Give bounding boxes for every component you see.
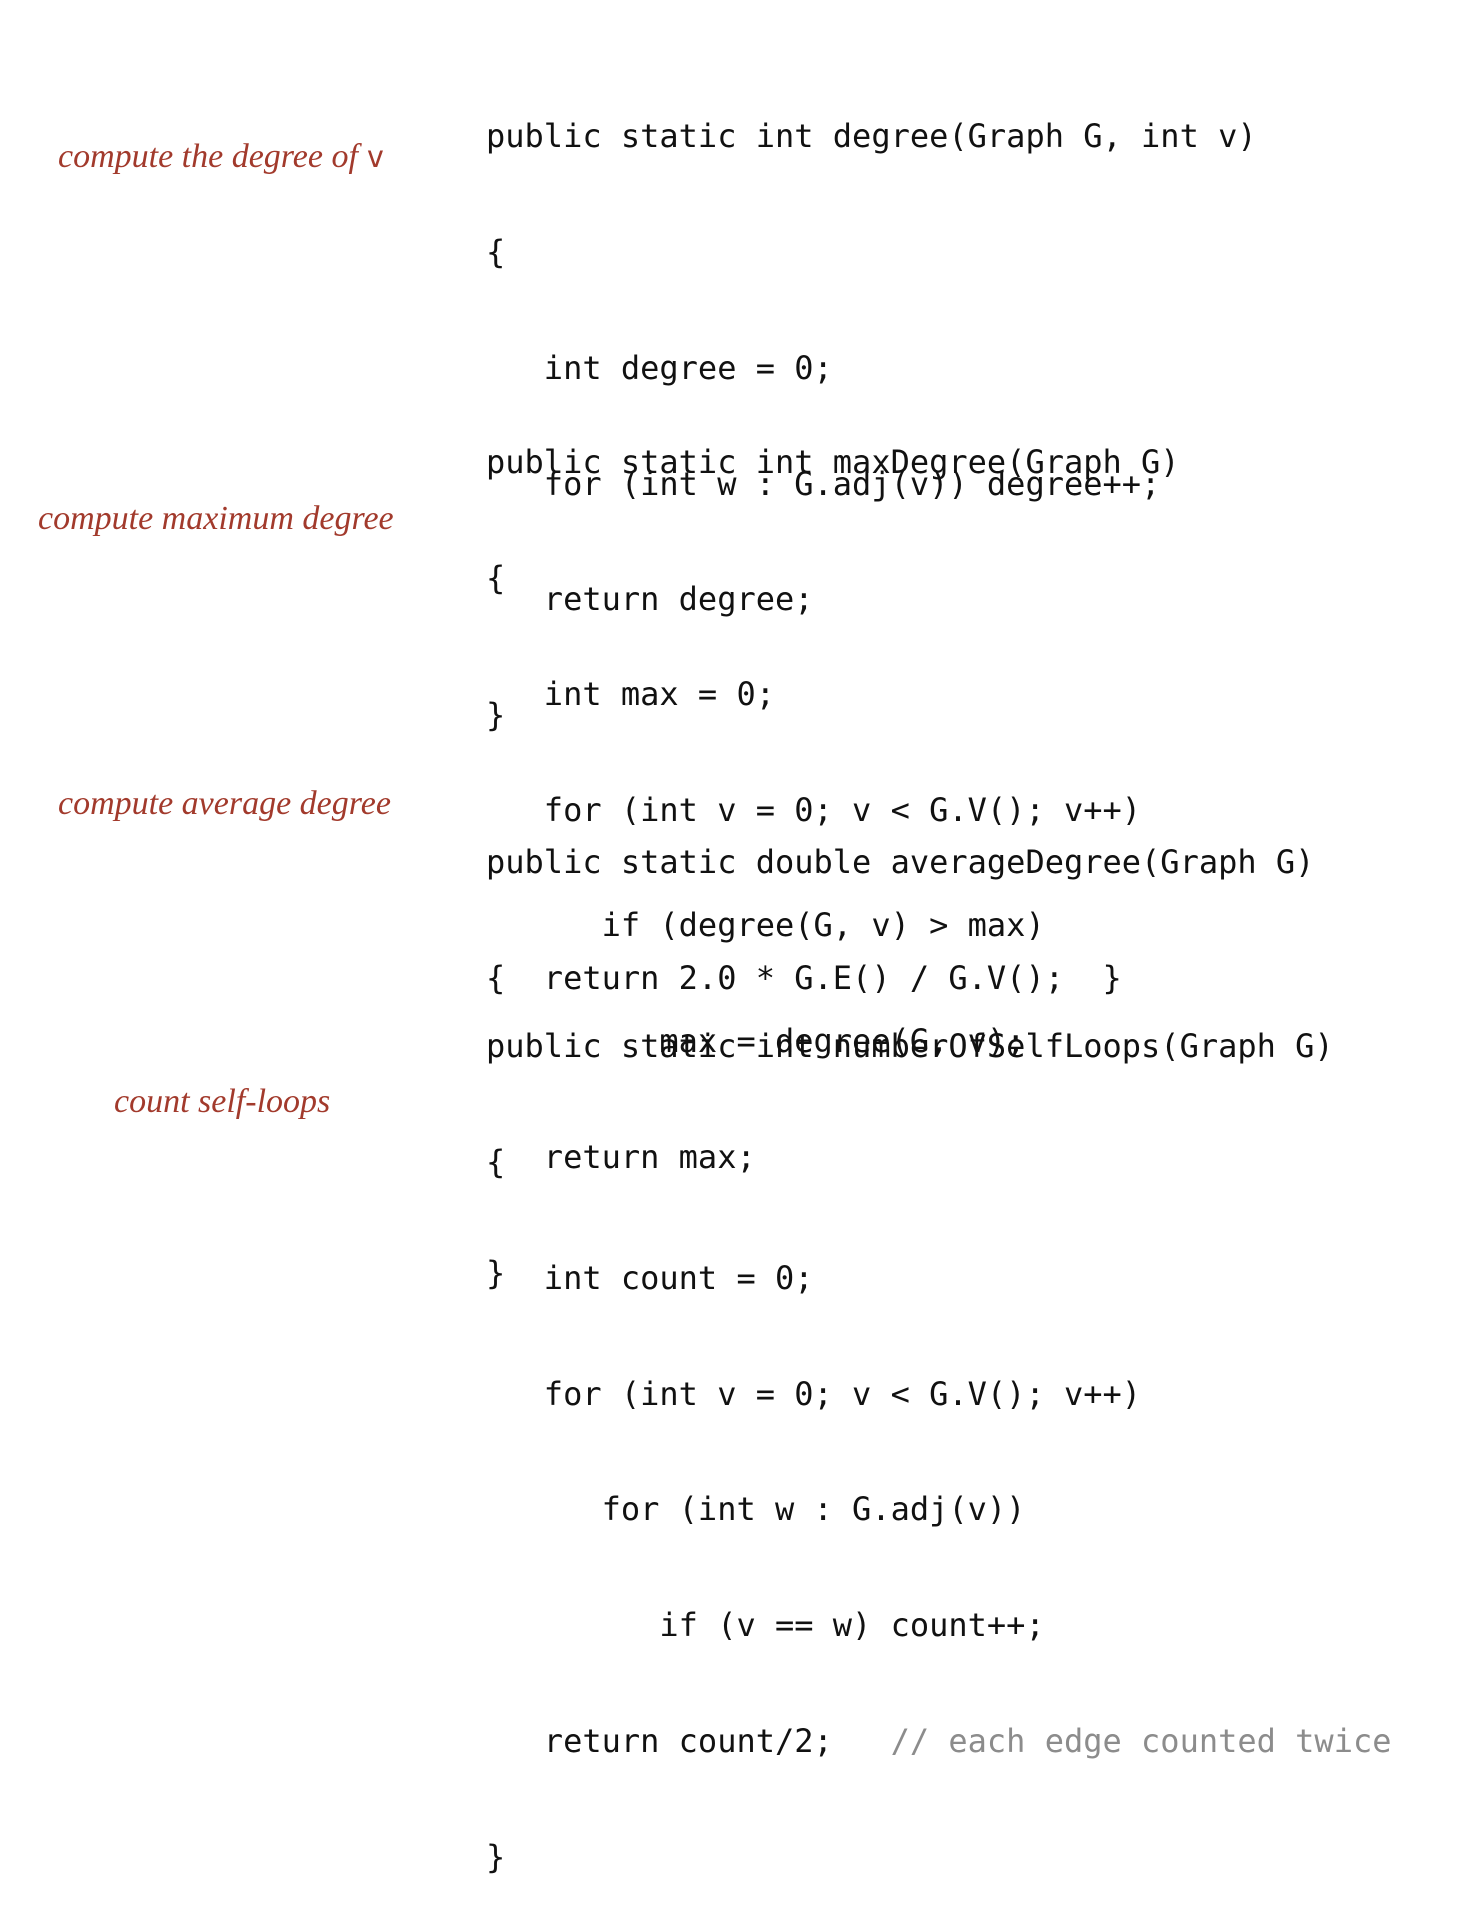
code-line: public static int degree(Graph G, int v): [486, 117, 1257, 156]
code-line: }: [486, 696, 506, 735]
code-line: for (int v = 0; v < G.V(); v++): [486, 1374, 1142, 1413]
code-block-max-degree: public static int maxDegree(Graph G) { i…: [486, 366, 1180, 1331]
code-block-average-degree: public static double averageDegree(Graph…: [486, 766, 1314, 1036]
annotation-compute-maximum-degree: compute maximum degree: [38, 500, 394, 538]
annotation-text: compute maximum degree: [38, 500, 394, 537]
code-line: int max = 0;: [486, 674, 775, 713]
code-line: {: [486, 1142, 506, 1181]
code-line: int count = 0;: [486, 1258, 814, 1297]
annotation-compute-degree: compute the degree of v: [58, 138, 384, 176]
code-block-degree: public static int degree(Graph G, int v)…: [486, 40, 1257, 773]
code-line: return count/2; // each edge counted twi…: [486, 1721, 1392, 1761]
code-line: {: [486, 232, 506, 271]
code-line: {: [486, 558, 506, 597]
code-line: max = degree(G, v);: [486, 1022, 1026, 1061]
code-line: }: [486, 1837, 506, 1876]
code-line: return degree;: [486, 580, 814, 619]
code-line: return max;: [486, 1137, 756, 1176]
code-text: return count/2;: [486, 1721, 891, 1760]
code-comment: // each edge counted twice: [890, 1721, 1392, 1760]
code-line: public static int maxDegree(Graph G): [486, 443, 1180, 482]
code-line: for (int v = 0; v < G.V(); v++): [486, 790, 1142, 829]
annotation-count-self-loops: count self-loops: [114, 1083, 330, 1121]
annotation-compute-average-degree: compute average degree: [58, 785, 391, 823]
annotation-text: compute average degree: [58, 785, 391, 822]
code-line: for (int w : G.adj(v)): [486, 1490, 1026, 1529]
code-block-self-loops: public static int numberOfSelfLoops(Grap…: [486, 950, 1391, 1915]
code-line: if (v == w) count++;: [486, 1606, 1045, 1645]
code-line: int degree = 0;: [486, 348, 833, 387]
code-line: for (int w : G.adj(v)) degree++;: [486, 464, 1161, 503]
code-line: { return 2.0 * G.E() / G.V(); }: [486, 958, 1122, 997]
code-line: public static int numberOfSelfLoops(Grap…: [486, 1027, 1334, 1066]
annotation-text: compute the degree of: [58, 138, 367, 175]
code-line: if (degree(G, v) > max): [486, 906, 1045, 945]
annotation-variable: v: [366, 140, 385, 175]
code-line: public static double averageDegree(Graph…: [486, 843, 1315, 882]
annotation-text: count self-loops: [114, 1083, 331, 1120]
